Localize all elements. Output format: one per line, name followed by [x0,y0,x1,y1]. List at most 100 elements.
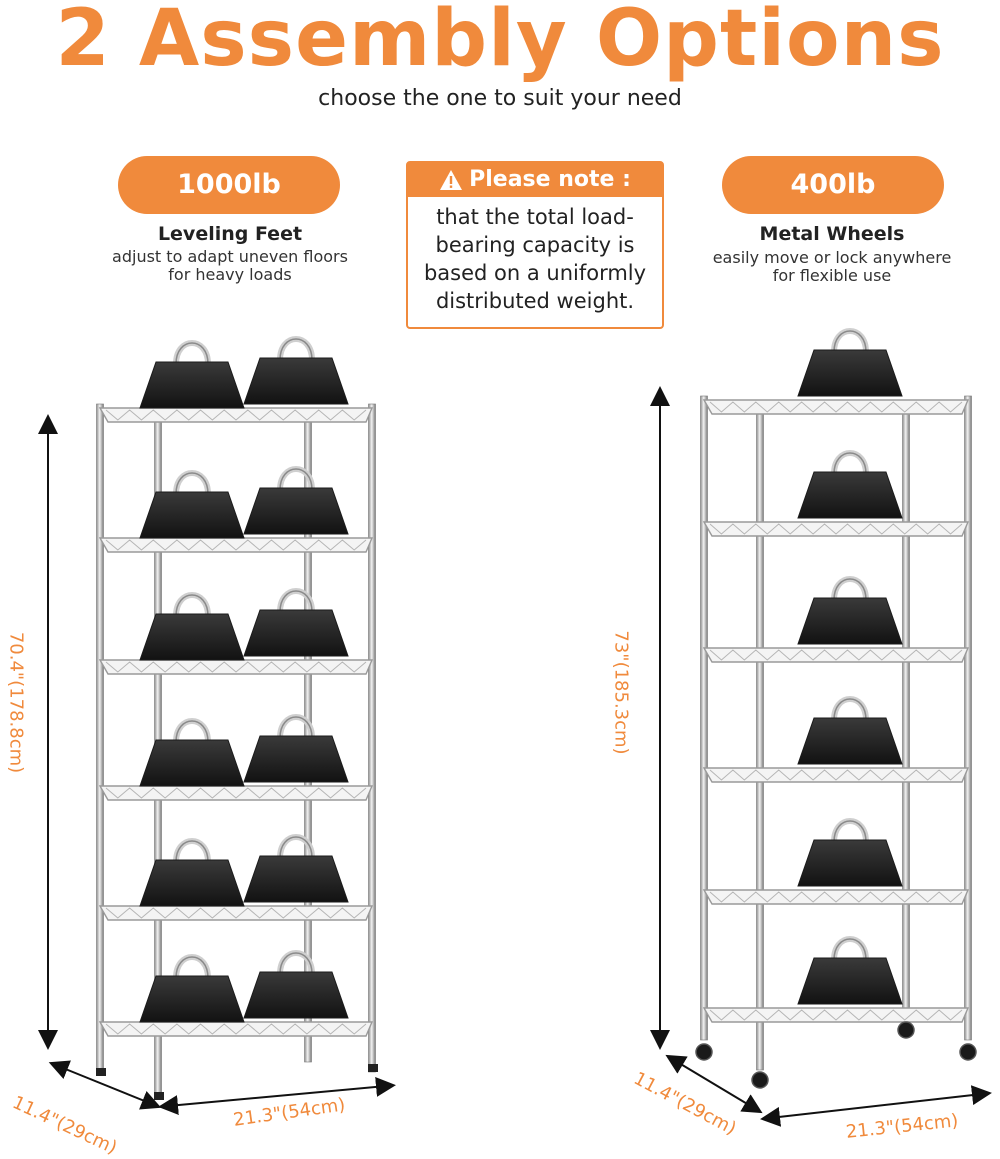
left-weight-1a-handle [173,340,211,365]
left-weight-3a-handle-edge [175,594,209,617]
note-heading: Please note : [408,163,662,197]
right-weight-4-handle-edge [833,698,867,721]
left-weight-1b-handle-edge [279,338,313,361]
wheel-icon-3 [897,1021,915,1039]
left-weight-6a-handle-edge [175,956,209,979]
note-heading-text: Please note : [469,167,631,192]
left-weight-1a [139,361,245,409]
right-shelf-2 [702,521,970,537]
left-weight-2b [243,487,349,535]
right-post-back-left [756,401,764,1071]
left-weight-5a-handle [173,838,211,863]
load-note-box: Please note : that the total load- beari… [406,161,664,329]
left-post-front-right [368,403,376,1073]
right-weight-5-handle-edge [833,820,867,843]
right-weight-4-handle [831,696,869,721]
right-weight-5 [797,839,903,887]
left-weight-5b [243,855,349,903]
left-weight-2a [139,491,245,539]
left-shelf-4-wire [105,787,367,799]
right-shelf-3-wire [709,649,963,661]
left-shelf-1-wire [105,409,367,421]
right-shelf-4-wire [709,769,963,781]
right-depth-arrow [665,1054,763,1114]
wheel-icon-1 [695,1043,713,1061]
left-foot-2 [154,1092,164,1100]
capacity-badge-metal-wheels: 400lb [722,156,944,214]
left-foot-3 [368,1064,378,1072]
left-foot-1 [96,1068,106,1076]
right-weight-3-handle [831,576,869,601]
right-weight-6-handle [831,936,869,961]
dimension-right-height: 73"(185.3cm) [610,630,632,755]
left-weight-2a-handle [173,470,211,495]
left-weight-5a [139,859,245,907]
left-weight-4a [139,739,245,787]
left-weight-3a [139,613,245,661]
right-shelf-2-wire [709,523,963,535]
left-weight-2b-handle-edge [279,468,313,491]
note-line-3: based on a uniformly [423,261,647,285]
left-depth-arrow [48,1060,162,1110]
right-weight-1-handle-edge [833,330,867,353]
warning-icon [440,170,463,190]
right-shelf-6-wire [709,1009,963,1021]
left-weight-3b [243,609,349,657]
left-shelf-6-wire [105,1023,367,1035]
option-label-metal-wheels: Metal Wheels [759,223,905,245]
right-shelf-1 [702,399,970,415]
left-weight-3a-handle [173,592,211,617]
note-line-1: that the total load- [436,205,634,229]
wheel-icon-4 [959,1043,977,1061]
dimension-left-height: 70.4"(178.8cm) [5,631,27,774]
right-weight-3 [797,597,903,645]
left-shelf-2-wire [105,539,367,551]
left-weight-1a-handle-edge [175,342,209,365]
left-weight-6a-handle [173,954,211,979]
left-post-front-left [96,403,104,1073]
left-weight-3b-handle-edge [279,590,313,613]
note-line-2: bearing capacity is [435,233,635,257]
option-desc-line1-leveling-feet: adjust to adapt uneven floors [112,247,348,266]
right-post-front-right [964,395,972,1041]
right-weight-1-handle [831,328,869,353]
right-weight-2-handle [831,450,869,475]
left-weight-4b-handle-edge [279,716,313,739]
left-weight-5b-handle-edge [279,836,313,859]
left-weight-4a-handle-edge [175,720,209,743]
right-shelf-5 [702,889,970,905]
right-weight-5-handle [831,818,869,843]
capacity-badge-leveling-feet: 1000lb [118,156,340,214]
left-weight-6b [243,971,349,1019]
wheel-icon-2 [751,1071,769,1089]
right-shelf-3 [702,647,970,663]
right-weight-6 [797,957,903,1005]
left-weight-4b [243,735,349,783]
option-desc-line2-leveling-feet: for heavy loads [168,265,292,284]
left-weight-2a-handle-edge [175,472,209,495]
right-weight-6-handle-edge [833,938,867,961]
page-subtitle: choose the one to suit your need [318,86,682,111]
note-line-4: distributed weight. [435,289,635,313]
left-width-arrow [158,1076,396,1116]
right-shelf-1-wire [709,401,963,413]
right-shelf-5-wire [709,891,963,903]
right-post-back-right [902,401,910,1027]
right-post-front-left [700,395,708,1041]
option-desc-line1-metal-wheels: easily move or lock anywhere [712,248,952,267]
left-weight-6a [139,975,245,1023]
left-shelf-6 [98,1021,374,1037]
right-weight-3-handle-edge [833,578,867,601]
right-weight-1 [797,349,903,397]
left-shelf-5-wire [105,907,367,919]
left-shelf-4 [98,785,374,801]
right-shelf-4 [702,767,970,783]
right-weight-2 [797,471,903,519]
option-desc-line2-metal-wheels: for flexible use [772,266,892,285]
left-weight-4a-handle [173,718,211,743]
right-shelf-6 [702,1007,970,1023]
right-weight-2-handle-edge [833,452,867,475]
right-width-arrow [760,1085,992,1127]
left-shelf-1 [98,407,374,423]
